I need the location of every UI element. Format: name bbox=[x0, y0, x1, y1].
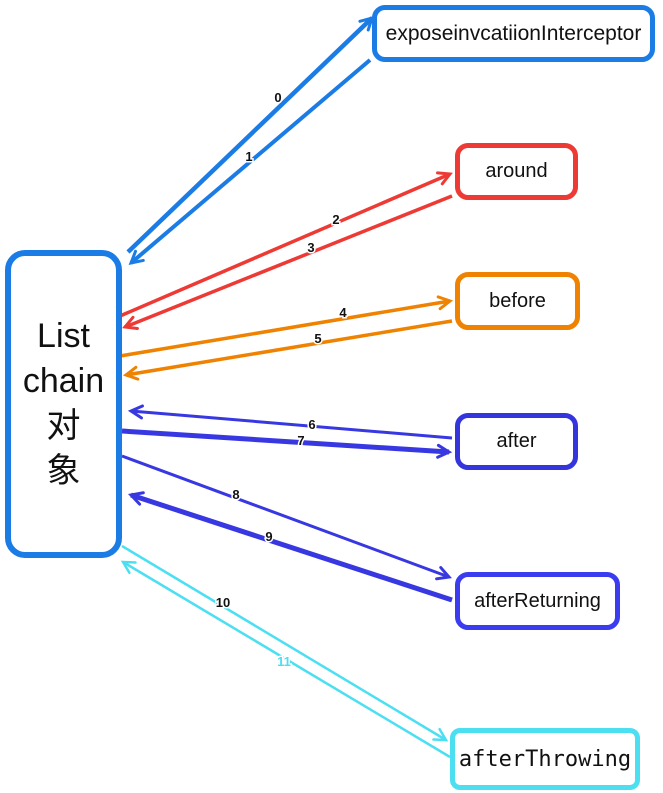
edge-4-label: 4 bbox=[339, 305, 347, 320]
edge-3-label: 3 bbox=[307, 240, 314, 255]
node-list-chain: List chain对 象 bbox=[5, 250, 122, 558]
edge-8-label: 8 bbox=[232, 487, 239, 502]
edge-6-label: 6 bbox=[308, 417, 315, 432]
node-list-chain-label: List chain对 象 bbox=[22, 317, 105, 490]
edge-5-line bbox=[122, 319, 453, 381]
node-around-label: around bbox=[485, 160, 548, 182]
edge-6-line bbox=[127, 404, 453, 440]
edge-7-label: 7 bbox=[297, 433, 304, 448]
node-after-throwing-label: afterThrowing bbox=[458, 746, 632, 772]
edge-9-line bbox=[128, 491, 453, 603]
edge-9-label: 9 bbox=[265, 529, 272, 544]
node-around: around bbox=[455, 143, 578, 200]
edge-0-line bbox=[126, 15, 375, 254]
edge-1-line bbox=[128, 58, 372, 266]
edge-7-line bbox=[121, 428, 453, 459]
edge-11-line bbox=[120, 560, 451, 759]
node-after-returning-label: afterReturning bbox=[474, 589, 601, 612]
edge-2-line bbox=[119, 171, 453, 318]
node-after-returning: afterReturning bbox=[455, 572, 620, 630]
edge-0-label: 0 bbox=[274, 90, 281, 105]
edge-11-label: 11 bbox=[277, 654, 291, 669]
node-before-label: before bbox=[489, 289, 546, 312]
node-after-throwing: afterThrowing bbox=[450, 728, 640, 790]
node-after: after bbox=[455, 413, 578, 470]
node-before: before bbox=[455, 272, 580, 330]
edge-10-line bbox=[121, 544, 449, 742]
edge-4-line bbox=[119, 295, 454, 358]
node-expose-invocation-interceptor: exposeinvcatiionInterceptor bbox=[372, 5, 655, 62]
edge-8-line bbox=[121, 454, 452, 581]
edge-2-label: 2 bbox=[332, 212, 339, 227]
node-expose-invocation-interceptor-label: exposeinvcatiionInterceptor bbox=[385, 21, 642, 45]
edge-10-label: 10 bbox=[216, 595, 230, 610]
edge-1-label: 1 bbox=[245, 149, 252, 164]
node-after-label: after bbox=[496, 430, 537, 452]
edge-5-label: 5 bbox=[314, 331, 321, 346]
edge-3-line bbox=[122, 194, 453, 330]
